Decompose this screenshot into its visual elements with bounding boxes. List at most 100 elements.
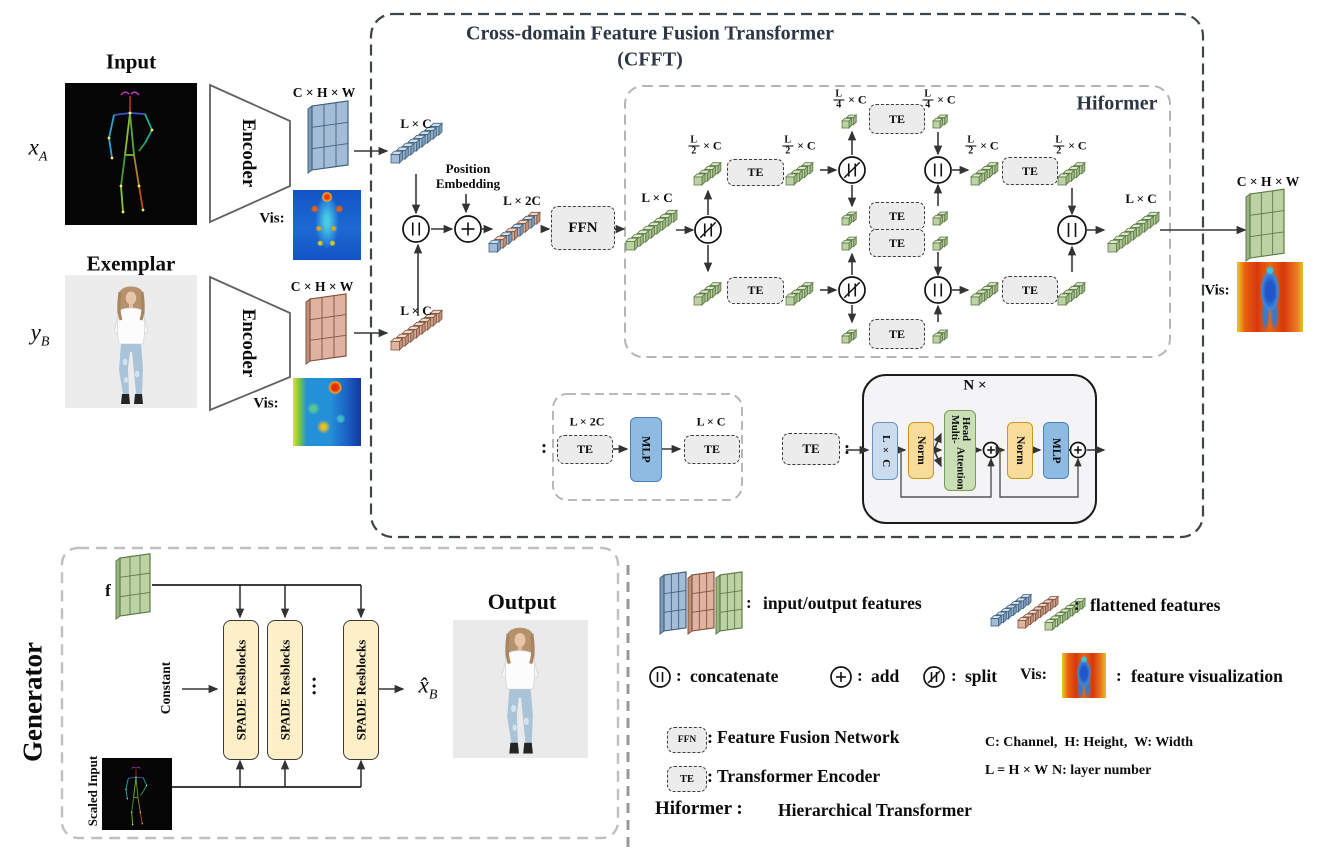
split-icon <box>838 156 866 184</box>
frac-den: 2 <box>691 145 697 157</box>
flattened-feature-bar <box>625 209 678 251</box>
f-text: f <box>105 581 111 600</box>
legend-te-desc: Transformer Encoder <box>717 766 880 787</box>
vis-text: Vis: <box>259 210 285 227</box>
generator-text: Generator <box>17 642 48 762</box>
scaled-input-text: Scaled Input <box>85 755 100 827</box>
lc-token-block: L × C <box>872 422 898 480</box>
ffn-expansion-box <box>552 393 743 501</box>
te-block: TE <box>869 202 925 230</box>
flattened-feature-bar <box>693 161 722 186</box>
frac-num: L <box>833 88 845 101</box>
te-label: TE <box>888 235 905 250</box>
te-block: TE <box>727 159 784 186</box>
legend-l-definition: L = H × W <box>985 763 1048 779</box>
flow-arrow <box>933 432 942 451</box>
skip-connection <box>999 450 1082 498</box>
frac-den: 2 <box>785 145 791 157</box>
x-hat-main: x̂ <box>418 672 429 698</box>
colon-text: : <box>746 593 752 612</box>
hiformer-title: Hiformer <box>1076 93 1157 116</box>
pe-line1: Position <box>445 161 491 177</box>
flattened-feature-bar <box>1017 595 1060 629</box>
legend-flattened-features: flattened features <box>1090 595 1220 616</box>
concatenate-icon <box>924 276 952 304</box>
colon-text: : <box>857 666 863 685</box>
frac-num: L <box>965 134 977 147</box>
dim-lc: L × C <box>641 190 672 206</box>
y-b-symbol: yB <box>31 320 50 351</box>
ffn-label: FFN <box>677 735 697 745</box>
frac-num: L <box>1053 134 1065 147</box>
x-hat-sub: B <box>428 687 438 703</box>
frac-den: 2 <box>968 145 974 157</box>
legend-vis-label: Vis: <box>1020 666 1047 684</box>
n-times-text: N × <box>963 377 987 394</box>
lc-label: L × C <box>879 434 892 468</box>
flattened-feature-bar <box>990 593 1033 627</box>
x-a-symbol: xA <box>29 135 48 166</box>
flattened-feature-bar <box>390 122 443 164</box>
dim-chw: C × H × W <box>1237 174 1299 190</box>
chw-text: C × H × W <box>290 279 354 294</box>
concatenate-icon <box>1057 215 1087 245</box>
colon-text: : <box>540 437 548 458</box>
dim-l2c: L × 2C <box>570 415 605 430</box>
feature-grid <box>305 293 347 366</box>
legend-ffn-block: FFN <box>667 727 707 753</box>
colon-text: : <box>843 438 851 459</box>
dim-l2c: L × 2C <box>503 193 541 209</box>
hiformer-title-text: Hiformer <box>1076 92 1158 115</box>
concatenate-text: concatenate <box>690 666 779 686</box>
flattened-feature-bar <box>932 211 949 226</box>
exemplar-person <box>112 285 150 406</box>
frac-suffix: × C <box>1068 138 1087 153</box>
l2c-text: L × 2C <box>569 414 605 429</box>
te-label: TE <box>1021 163 1038 178</box>
colon-text: : <box>707 727 713 747</box>
feature-grid <box>659 571 687 636</box>
mlp-label: MLP <box>1050 437 1063 464</box>
cfft-title: Cross-domain Feature Fusion Transformer <box>466 23 834 46</box>
legend-te-colon: : <box>707 766 713 787</box>
lc-text: L × C <box>400 303 432 318</box>
te-block: TE <box>1002 276 1058 304</box>
io-features-text: input/output features <box>763 593 922 613</box>
legend-hiformer-label: Hiformer : <box>655 798 743 820</box>
te-label: TE <box>802 441 820 456</box>
flattened-feature-bar <box>970 161 999 186</box>
ffn-block: FFN <box>551 206 615 250</box>
te-block: TE <box>1002 157 1058 185</box>
frac-den: 4 <box>925 99 931 111</box>
flow-arrow <box>933 449 942 468</box>
legend-add: add <box>871 666 899 687</box>
norm-block: Norm <box>1007 422 1033 479</box>
te-label: TE <box>888 111 905 126</box>
frac-num: L <box>922 88 934 101</box>
input-title: Input <box>106 50 156 75</box>
cfft-subtitle-text: (CFFT) <box>617 48 683 71</box>
split-icon <box>694 216 722 244</box>
frac-suffix: × C <box>848 92 867 107</box>
x-a-sub: A <box>38 149 48 165</box>
output-title-text: Output <box>487 589 557 614</box>
flattened-feature-bar <box>970 281 999 306</box>
te-label: TE <box>747 283 764 297</box>
flattened-feature-bar <box>841 236 858 251</box>
legend-add-colon: : <box>857 666 863 686</box>
flattened-feature-bar <box>1044 597 1087 631</box>
l2c-text: L × 2C <box>503 193 541 208</box>
ffn-label: FFN <box>568 219 598 236</box>
y-b-sub: B <box>40 334 50 350</box>
te-block: TE <box>782 433 840 465</box>
feature-grid <box>307 100 349 175</box>
te-block: TE <box>727 277 784 304</box>
encoder-label: Encoder <box>237 119 259 188</box>
te-block: TE <box>869 229 925 257</box>
feature-visualization-text: feature visualization <box>1131 666 1283 686</box>
y-b-main: y <box>30 319 41 345</box>
